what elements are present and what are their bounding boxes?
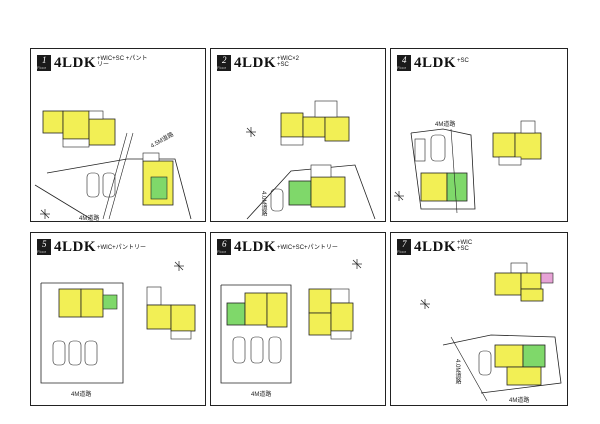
floor-plan-drawing: [220, 259, 362, 384]
car-parking-icon: [86, 172, 100, 198]
floor-plan-drawing: [246, 100, 376, 220]
road-label: 4M道路: [509, 398, 530, 404]
plan-extras: +WIC +SC: [457, 240, 473, 252]
floor-plan-drawing: [394, 120, 542, 214]
plan-title: 4LDK: [414, 55, 457, 71]
plan-extras: +WIC+SC +パントリー: [97, 56, 148, 68]
plan-extras: +SC: [457, 58, 469, 64]
plan-title: 4LDK: [54, 55, 97, 71]
road-label: 4M道路: [79, 216, 100, 222]
north-arrow-icon: [394, 191, 404, 201]
plan-title: 4LDK: [234, 55, 277, 71]
car-parking-icon: [102, 172, 116, 198]
road-label: 4M道路: [71, 392, 92, 398]
road-label: 4.0M道路: [454, 359, 460, 385]
plan-title: 4LDK: [414, 239, 457, 255]
floor-plan-drawing: [34, 110, 192, 220]
plan-extras: +WIC+SC+パントリー: [277, 245, 338, 251]
plan-title: 4LDK: [234, 239, 277, 255]
plan-title: 4LDK: [54, 239, 97, 255]
floor-plan-drawing: [40, 261, 196, 384]
road-label: 4.0M道路: [260, 191, 266, 217]
floor-plan-drawing: [420, 262, 562, 402]
north-arrow-icon: [352, 259, 362, 269]
plan-extras: +WIC×2 +SC: [277, 56, 300, 68]
north-arrow-icon: [246, 127, 256, 137]
plan-extras: +WIC+パントリー: [97, 245, 146, 251]
north-arrow-icon: [40, 209, 50, 219]
road-label: 4M道路: [435, 122, 456, 128]
road-label: 4M道路: [251, 392, 272, 398]
north-arrow-icon: [174, 261, 184, 271]
north-arrow-icon: [420, 299, 430, 309]
